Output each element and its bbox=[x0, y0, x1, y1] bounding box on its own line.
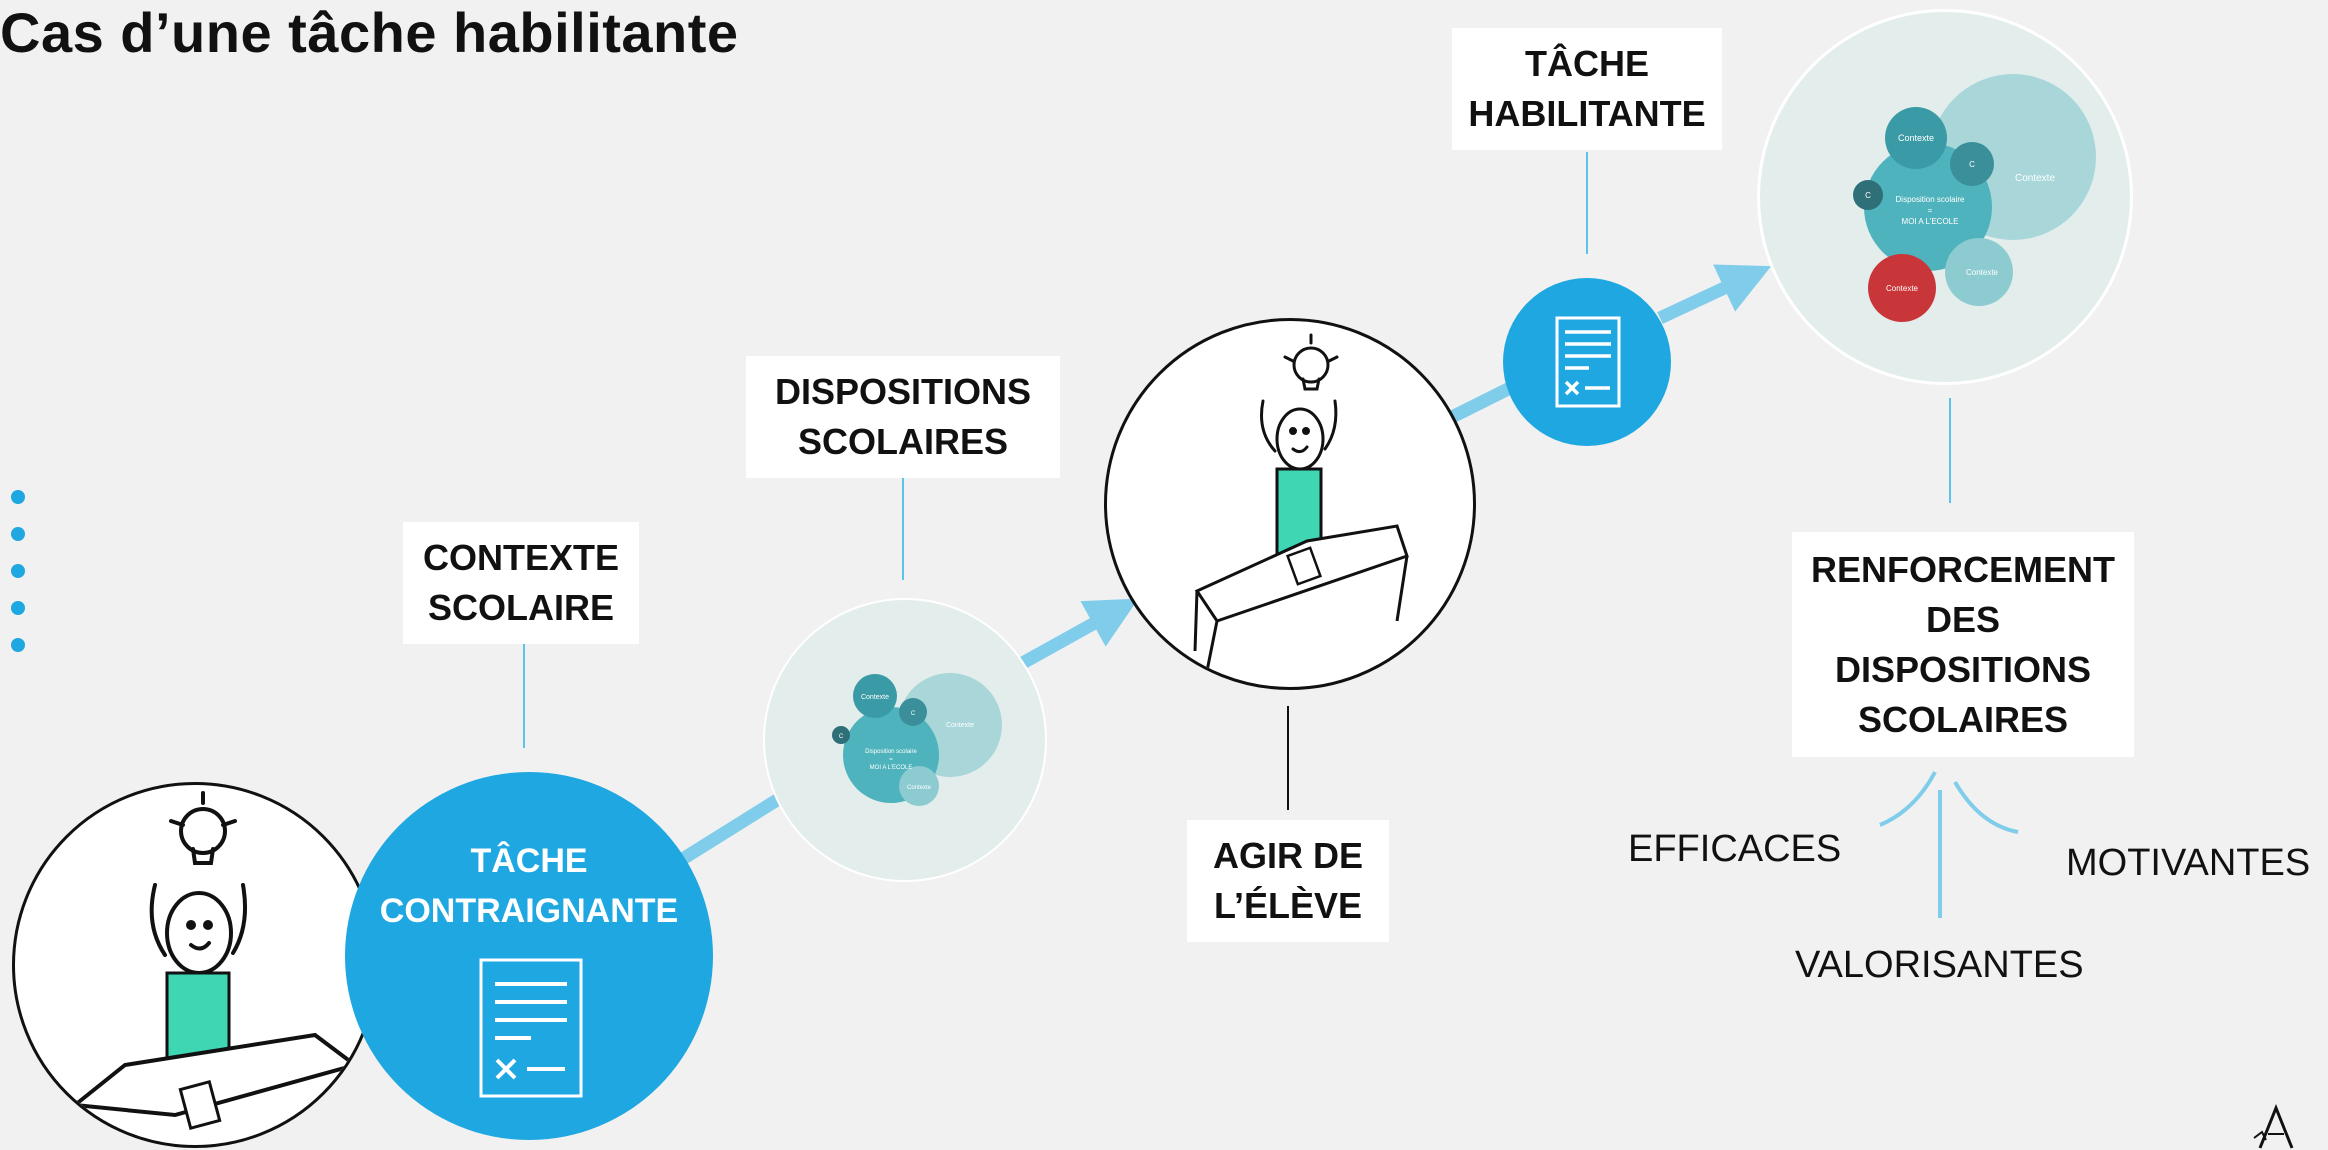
label-line: CONTEXTE bbox=[422, 537, 619, 578]
label-line: L’ÉLÈVE bbox=[1213, 885, 1363, 926]
label-line: AGIR DE bbox=[1212, 835, 1363, 876]
bubble-text: Disposition scolaire bbox=[1896, 195, 1965, 204]
label-dispositions-scolaires: DISPOSITIONS SCOLAIRES bbox=[746, 356, 1060, 478]
arrow-segment-4 bbox=[1657, 264, 1772, 324]
bubble-text: Contexte bbox=[907, 785, 932, 791]
label-tache-habilitante: TÂCHE HABILITANTE bbox=[1452, 28, 1722, 150]
branch-efficaces bbox=[1879, 771, 1937, 827]
bubble-text: MOI A L’ECOLE bbox=[1902, 217, 1959, 226]
label-line: RENFORCEMENT bbox=[1811, 548, 2115, 590]
label-line: SCOLAIRES bbox=[797, 421, 1008, 462]
label-line: DISPOSITIONS bbox=[774, 371, 1032, 412]
branch-motivantes bbox=[1953, 780, 2019, 834]
quality-motivantes: MOTIVANTES bbox=[2066, 842, 2311, 884]
stick-figure-student-icon bbox=[69, 791, 360, 1131]
label-line: HABILITANTE bbox=[1468, 93, 1706, 134]
page-title: Cas d’une tâche habilitante bbox=[0, 1, 739, 64]
arrow-segment-2 bbox=[1006, 598, 1139, 676]
label-contexte-scolaire: CONTEXTE SCOLAIRE bbox=[403, 522, 639, 644]
bubble-text: = bbox=[1928, 206, 1933, 215]
bubble-text: C bbox=[1865, 191, 1871, 200]
tache-contraignante-label: TÂCHE CONTRAIGNANTE bbox=[345, 836, 713, 936]
bubble-text: Contexte bbox=[1966, 268, 1999, 277]
label-line: SCOLAIRE bbox=[427, 587, 614, 628]
bubble-text: C bbox=[839, 734, 844, 740]
student-circle-start bbox=[12, 782, 378, 1148]
bubble-text: C bbox=[911, 711, 916, 717]
label-line: TÂCHE bbox=[1525, 43, 1649, 84]
bubble-text: C bbox=[1969, 160, 1975, 169]
student-circle-agir bbox=[1104, 318, 1476, 690]
bubble-text: Contexte bbox=[2015, 173, 2055, 184]
bubble-text: = bbox=[889, 757, 893, 763]
quality-efficaces: EFFICACES bbox=[1628, 828, 1842, 870]
bubble-text: Contexte bbox=[946, 722, 974, 729]
arrow-segment-3 bbox=[1447, 382, 1513, 424]
label-line: TÂCHE bbox=[470, 842, 588, 880]
label-line: DES bbox=[1925, 598, 2001, 640]
stick-figure-student-icon bbox=[1193, 333, 1409, 672]
dispositions-bubble-small: Contexte Contexte Disposition scolaire =… bbox=[765, 600, 1045, 880]
label-line: CONTRAIGNANTE bbox=[379, 892, 679, 930]
bubble-text: Contexte bbox=[861, 694, 889, 701]
bubble-text: MOI A L’ECOLE bbox=[870, 765, 913, 771]
label-line: SCOLAIRES bbox=[1857, 698, 2069, 740]
task-sheet-icon bbox=[479, 958, 583, 1098]
bubble-text: Contexte bbox=[1886, 284, 1919, 293]
bubble-text: Disposition scolaire bbox=[865, 749, 917, 755]
tache-habilitante-circle bbox=[1503, 278, 1671, 446]
bubble-text: Contexte bbox=[1898, 133, 1934, 143]
tache-contraignante-circle: TÂCHE CONTRAIGNANTE bbox=[345, 772, 713, 1140]
label-agir-eleve: AGIR DE L’ÉLÈVE bbox=[1187, 820, 1389, 942]
label-renforcement: RENFORCEMENT DES DISPOSITIONS SCOLAIRES bbox=[1792, 532, 2134, 757]
label-line: DISPOSITIONS bbox=[1834, 648, 2092, 690]
dispositions-bubble-large: Contexte Contexte C C Disposition scolai… bbox=[1760, 12, 2130, 382]
task-sheet-icon bbox=[1555, 316, 1621, 408]
quality-valorisantes: VALORISANTES bbox=[1795, 944, 2084, 986]
logo-icon bbox=[2253, 1104, 2294, 1149]
